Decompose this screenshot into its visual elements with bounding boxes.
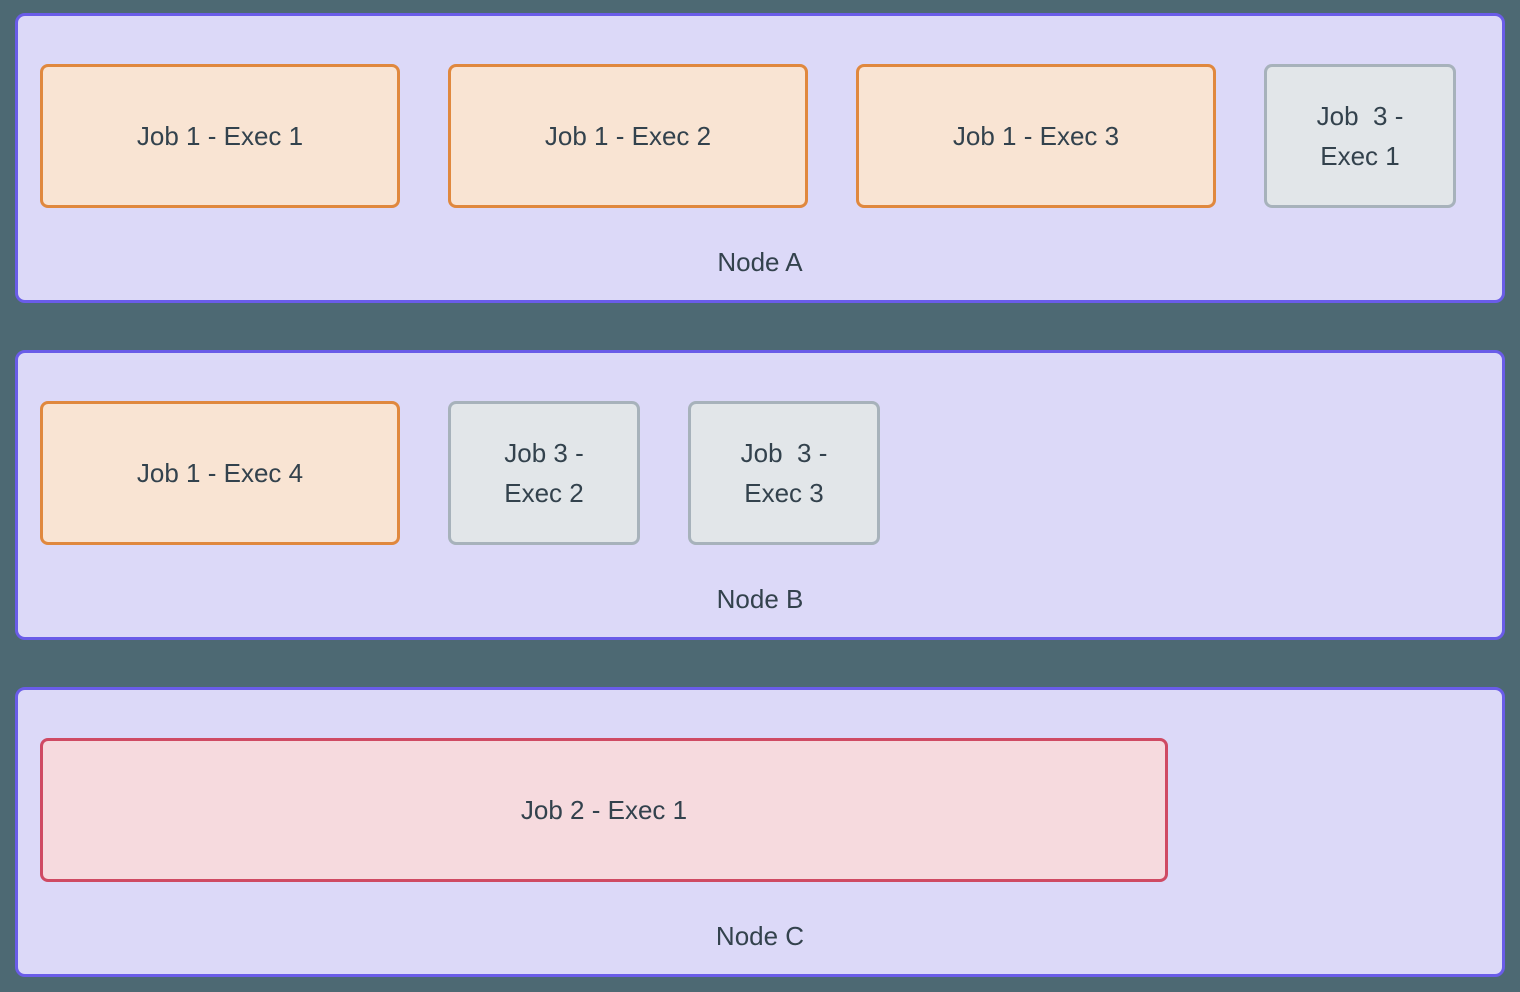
node-b-label: Node B (716, 584, 804, 614)
job3-exec1-box: Job 3 - Exec 1 (1264, 64, 1456, 208)
job1-exec3-box: Job 1 - Exec 3 (856, 64, 1216, 208)
job2-exec1-box: Job 2 - Exec 1 (40, 738, 1168, 882)
job1-exec4-box: Job 1 - Exec 4 (40, 401, 400, 545)
node-a-label: Node A (717, 247, 803, 277)
job3-exec2-box: Job 3 - Exec 2 (448, 401, 640, 545)
node-a-container: Job 1 - Exec 1 Job 1 - Exec 2 Job 1 - Ex… (15, 13, 1505, 303)
node-c-jobs-row: Job 2 - Exec 1 (18, 690, 1502, 882)
node-c-label: Node C (715, 921, 805, 951)
node-c-container: Job 2 - Exec 1 Node C (15, 687, 1505, 977)
node-b-container: Job 1 - Exec 4 Job 3 - Exec 2 Job 3 - Ex… (15, 350, 1505, 640)
job1-exec2-box: Job 1 - Exec 2 (448, 64, 808, 208)
node-a-jobs-row: Job 1 - Exec 1 Job 1 - Exec 2 Job 1 - Ex… (18, 16, 1502, 208)
job1-exec1-box: Job 1 - Exec 1 (40, 64, 400, 208)
job3-exec3-box: Job 3 - Exec 3 (688, 401, 880, 545)
node-b-jobs-row: Job 1 - Exec 4 Job 3 - Exec 2 Job 3 - Ex… (18, 353, 1502, 545)
